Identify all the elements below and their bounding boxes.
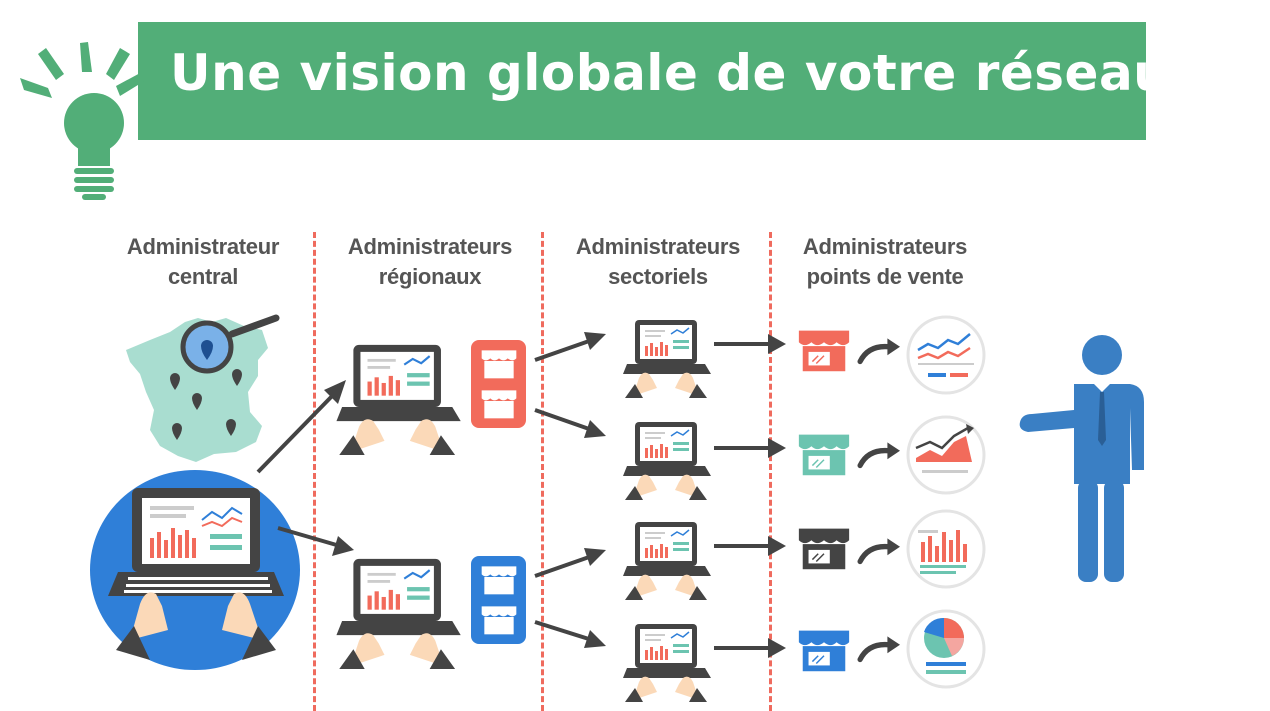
sectoral-laptop-icon — [622, 521, 712, 601]
curved-arrow-icon — [860, 538, 900, 561]
curved-arrow-icon — [860, 442, 900, 465]
column-divider — [769, 232, 772, 711]
column-divider — [541, 232, 544, 711]
sectoral-laptop-icon — [622, 623, 712, 703]
store-icon — [798, 433, 850, 476]
magnifier-icon — [180, 314, 280, 374]
curved-arrow-icon — [860, 338, 900, 361]
pie-chart-icon — [906, 609, 986, 689]
store-icon — [798, 629, 850, 672]
line-chart-icon — [906, 315, 986, 395]
central-laptop-icon — [90, 470, 300, 670]
page-title: Une vision globale de votre réseau — [170, 44, 1170, 102]
store-icon — [798, 527, 850, 570]
regional-laptop-icon — [335, 343, 462, 457]
regional-stores-badge — [471, 556, 526, 644]
title-banner: Une vision globale de votre réseau — [138, 22, 1169, 140]
sectoral-laptop-icon — [622, 319, 712, 399]
arrow — [256, 380, 354, 556]
area-chart-icon — [906, 415, 986, 495]
store-icon — [798, 329, 850, 372]
regional-laptop-icon — [335, 557, 462, 671]
sectoral-laptop-icon — [622, 421, 712, 501]
lightbulb-icon — [20, 42, 146, 200]
arrow — [534, 332, 606, 648]
regional-stores-badge — [471, 340, 526, 428]
businessman-icon — [1019, 335, 1144, 582]
column-divider — [313, 232, 316, 711]
bar-chart-icon — [906, 509, 986, 589]
curved-arrow-icon — [860, 636, 900, 659]
arrow — [714, 334, 786, 658]
